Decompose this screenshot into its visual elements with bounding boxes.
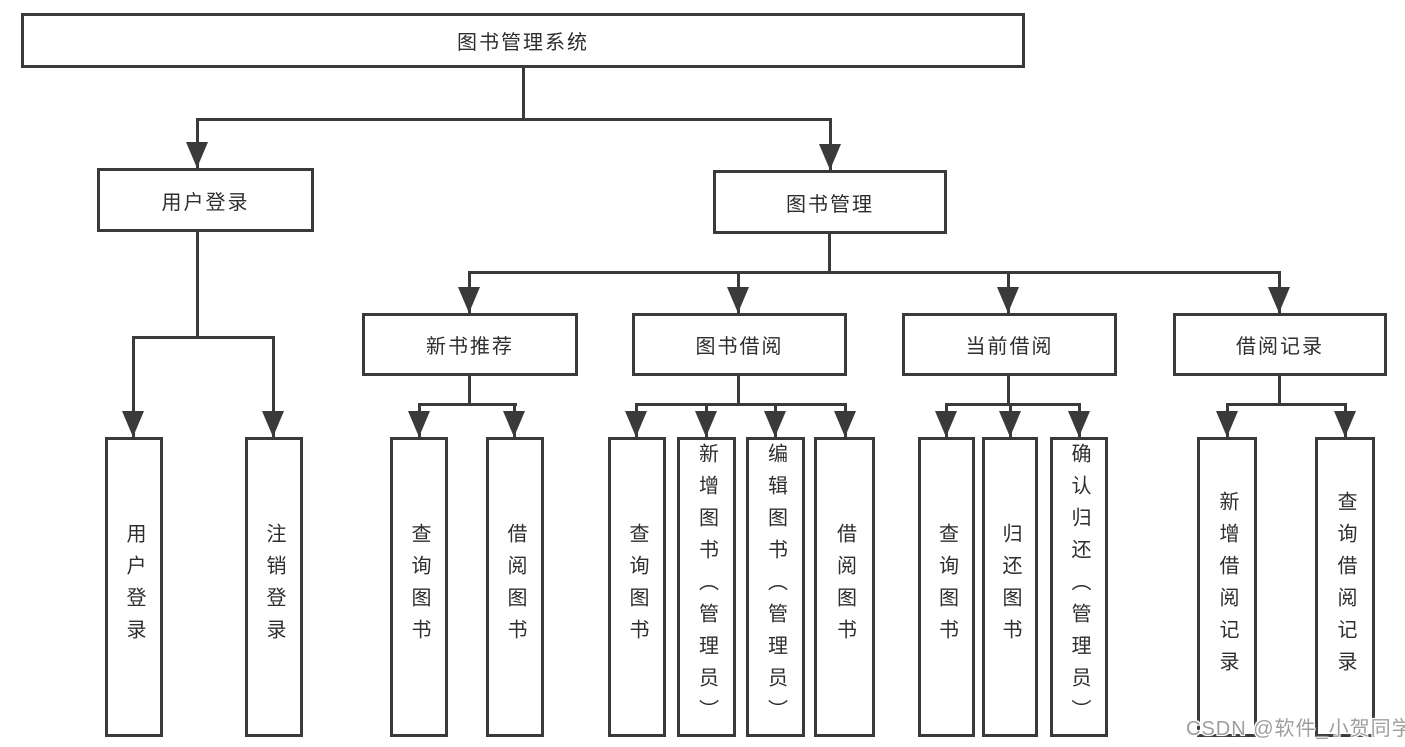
arrow-down-icon: [727, 287, 749, 313]
node-label: 查询借阅记录: [1334, 491, 1356, 683]
node-label: 新书推荐: [426, 336, 514, 358]
node-label: 借阅图书: [833, 523, 856, 651]
arrow-down-icon: [999, 411, 1021, 437]
arrow-down-icon: [1268, 287, 1290, 313]
leaf-query-books-current: 查询图书: [918, 437, 975, 737]
arrow-down-icon: [122, 411, 144, 437]
leaf-add-books-admin: 新增图书（管理员）: [677, 437, 736, 737]
node-library-management-system: 图书管理系统: [21, 13, 1025, 68]
connector-line: [196, 232, 199, 338]
connector-line: [468, 271, 1281, 274]
arrow-down-icon: [695, 411, 717, 437]
node-label: 注销登录: [263, 523, 285, 651]
connector-line: [1226, 403, 1346, 406]
node-label: 新增图书（管理员）: [695, 443, 718, 731]
connector-line: [945, 403, 1080, 406]
arrow-down-icon: [186, 142, 208, 168]
connector-line: [635, 403, 846, 406]
arrow-down-icon: [1334, 411, 1356, 437]
node-label: 图书借阅: [695, 336, 784, 358]
node-label: 用户登录: [123, 523, 145, 651]
node-label: 查询图书: [626, 523, 648, 651]
connector-line: [272, 336, 275, 437]
node-label: 当前借阅: [965, 336, 1054, 358]
connector-line: [418, 403, 517, 406]
connector-line: [828, 234, 831, 274]
watermark: CSDN @软件_小贺同学: [1186, 718, 1405, 740]
arrow-down-icon: [262, 411, 284, 437]
arrow-down-icon: [458, 287, 480, 313]
leaf-logout: 注销登录: [245, 437, 303, 737]
node-current-borrowing: 当前借阅: [902, 313, 1117, 376]
node-label: 借阅记录: [1236, 336, 1324, 358]
arrow-down-icon: [625, 411, 647, 437]
connector-line: [132, 336, 275, 339]
leaf-user-login: 用户登录: [105, 437, 163, 737]
connector-line: [1278, 376, 1281, 406]
node-label: 归还图书: [999, 523, 1021, 651]
connector-line: [737, 376, 740, 406]
arrow-down-icon: [1068, 411, 1090, 437]
leaf-query-books-borrowing: 查询图书: [608, 437, 666, 737]
node-user-login: 用户登录: [97, 168, 314, 232]
node-label: 图书管理系统: [457, 32, 589, 54]
connector-line: [196, 118, 832, 121]
node-label: 查询图书: [408, 523, 430, 651]
connector-line: [132, 336, 135, 437]
leaf-edit-books-admin: 编辑图书（管理员）: [746, 437, 805, 737]
arrow-down-icon: [1216, 411, 1238, 437]
leaf-return-books: 归还图书: [982, 437, 1038, 737]
node-label: 查询图书: [935, 523, 958, 651]
leaf-borrow-books-recommend: 借阅图书: [486, 437, 544, 737]
node-label: 用户登录: [161, 191, 250, 214]
connector-line: [468, 376, 471, 406]
node-label: 图书管理: [786, 193, 874, 216]
node-book-borrowing: 图书借阅: [632, 313, 847, 376]
leaf-borrow-books: 借阅图书: [814, 437, 875, 737]
arrow-down-icon: [997, 287, 1019, 313]
arrow-down-icon: [503, 411, 525, 437]
node-label: 新增借阅记录: [1216, 491, 1238, 683]
node-label: 确认归还（管理员）: [1068, 443, 1090, 731]
arrow-down-icon: [819, 144, 841, 170]
leaf-query-books-recommend: 查询图书: [390, 437, 448, 737]
node-label: 编辑图书（管理员）: [764, 443, 787, 731]
connector-line: [1007, 376, 1010, 406]
arrow-down-icon: [408, 411, 430, 437]
connector-line: [522, 68, 525, 120]
leaf-confirm-return-admin: 确认归还（管理员）: [1050, 437, 1108, 737]
leaf-add-borrow-record: 新增借阅记录: [1197, 437, 1257, 737]
arrow-down-icon: [935, 411, 957, 437]
node-book-management: 图书管理: [713, 170, 947, 234]
node-borrowing-records: 借阅记录: [1173, 313, 1387, 376]
arrow-down-icon: [764, 411, 786, 437]
node-new-book-recommendation: 新书推荐: [362, 313, 578, 376]
leaf-query-borrow-record: 查询借阅记录: [1315, 437, 1375, 737]
arrow-down-icon: [834, 411, 856, 437]
node-label: 借阅图书: [504, 523, 526, 651]
